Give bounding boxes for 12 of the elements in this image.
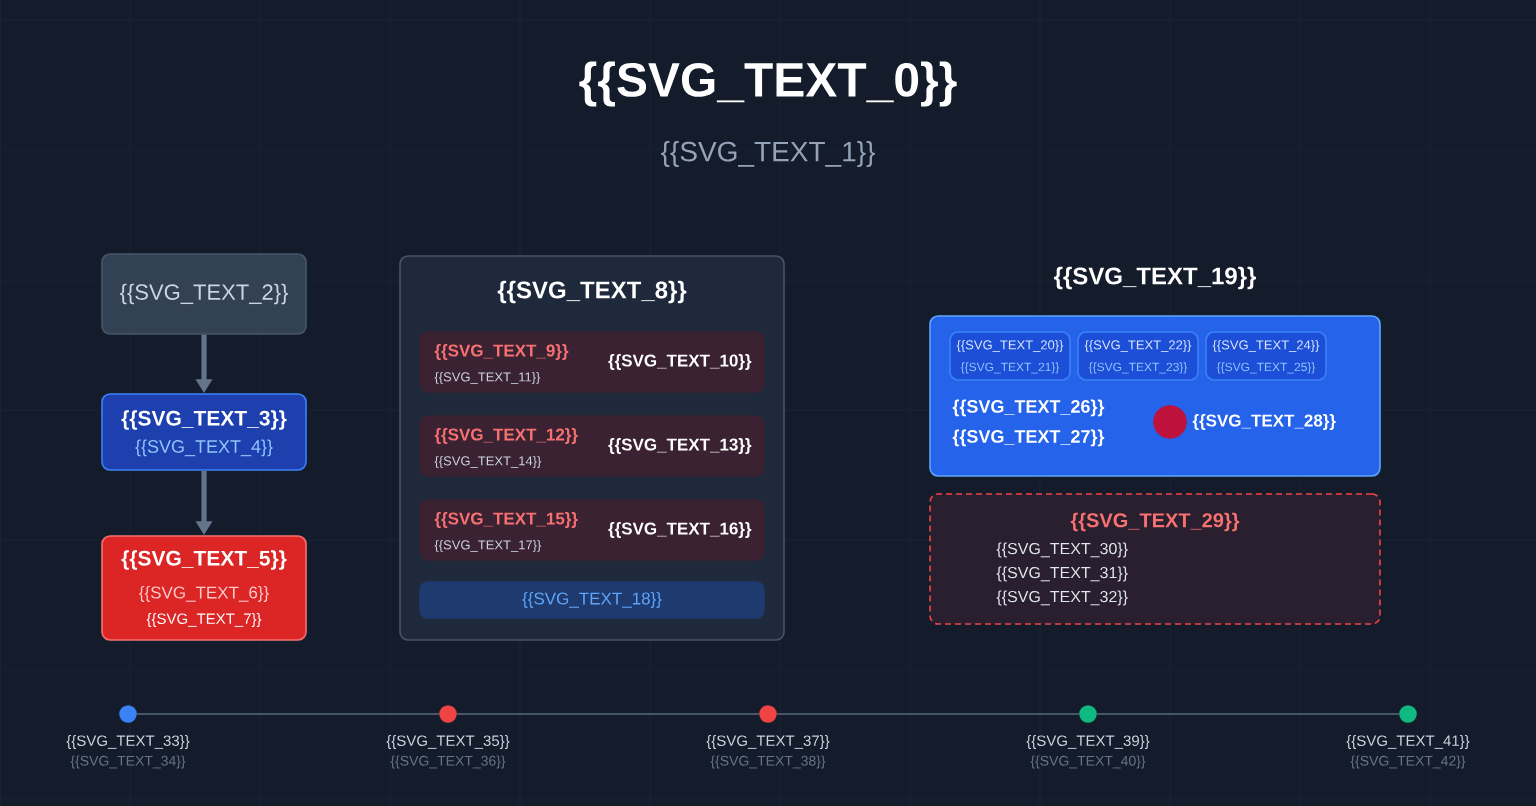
status-label: {{SVG_TEXT_28}} [1192,414,1336,430]
subtitle: {{SVG_TEXT_1}} [661,140,875,168]
node-label: {{SVG_TEXT_19}} [1054,266,1256,290]
timeline-line [135,713,441,715]
alert-box: {{SVG_TEXT_29}} {{SVG_TEXT_30}} {{SVG_TEXT_31}} {{SVG_TEXT_32}} [929,493,1381,625]
footer-bar: {{SVG_TEXT_18}} [419,581,765,619]
timeline-line [1095,713,1401,715]
timeline-line [455,713,761,715]
process-box: {{SVG_TEXT_3}} {{SVG_TEXT_4}} [101,393,307,471]
process-box: {{SVG_TEXT_2}} [101,253,307,335]
title: {{SVG_TEXT_0}} [579,61,957,107]
timeline-line [775,713,1081,715]
